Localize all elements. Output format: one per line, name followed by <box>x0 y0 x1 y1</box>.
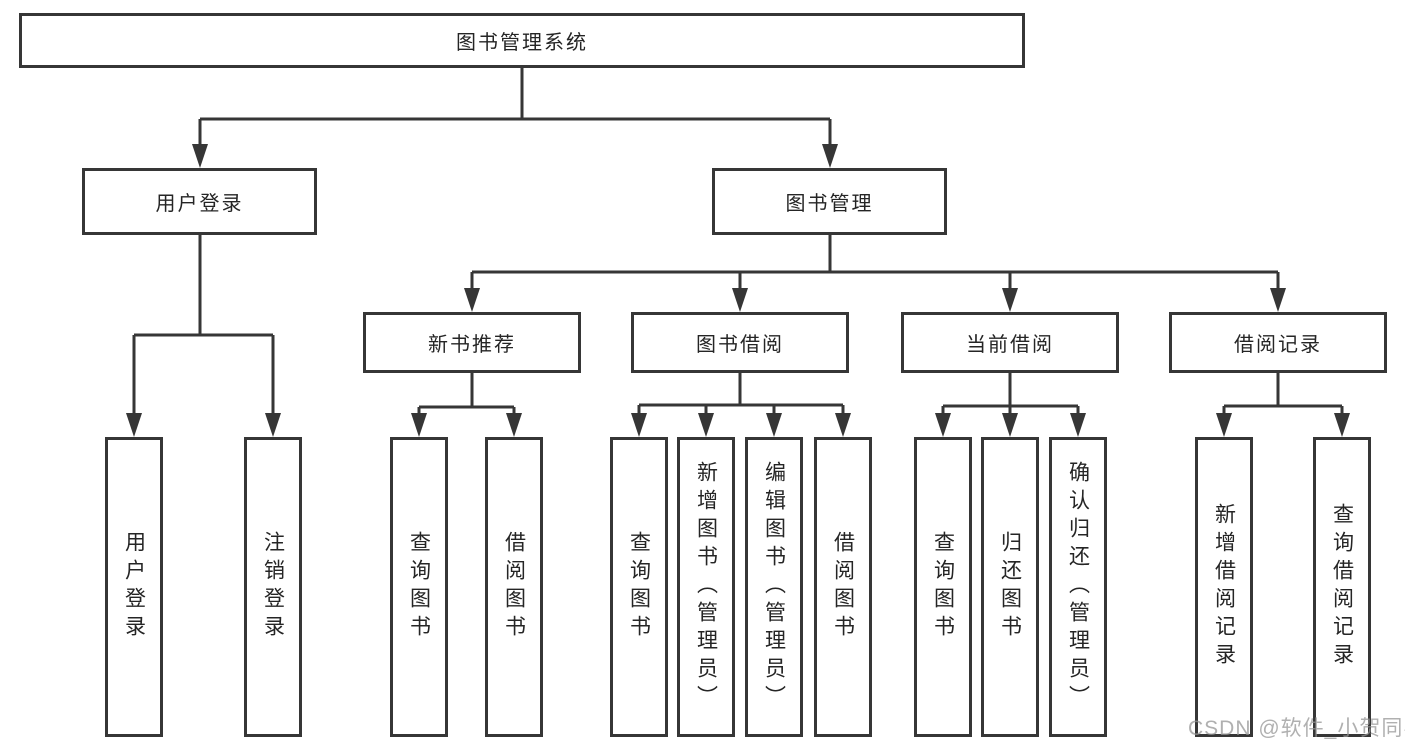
leaf-add-books-admin-label: 新增图书（管理员） <box>694 461 718 713</box>
node-new-book-recommend: 新书推荐 <box>363 312 581 373</box>
leaf-borrow-books: 借阅图书 <box>814 437 872 737</box>
node-user-login-branch: 用户登录 <box>82 168 317 235</box>
node-book-borrowing: 图书借阅 <box>631 312 849 373</box>
leaf-return-books-label: 归还图书 <box>998 531 1022 643</box>
leaf-borrow-books-recommend: 借阅图书 <box>485 437 543 737</box>
node-root-label: 图书管理系统 <box>456 32 588 54</box>
node-book-management: 图书管理 <box>712 168 947 235</box>
leaf-query-books-recommend: 查询图书 <box>390 437 448 737</box>
leaf-borrow-books-recommend-label: 借阅图书 <box>502 531 526 643</box>
leaf-confirm-return-admin-label: 确认归还（管理员） <box>1066 461 1090 713</box>
leaf-query-books-current-label: 查询图书 <box>931 531 955 643</box>
leaf-user-login-label: 用户登录 <box>122 531 146 643</box>
leaf-query-books-borrowing-label: 查询图书 <box>627 531 651 643</box>
leaf-logout-label: 注销登录 <box>261 531 285 643</box>
node-new-book-recommend-label: 新书推荐 <box>428 334 516 356</box>
node-root: 图书管理系统 <box>19 13 1025 68</box>
node-borrow-records-label: 借阅记录 <box>1234 334 1322 356</box>
node-book-borrowing-label: 图书借阅 <box>696 334 784 356</box>
leaf-add-borrow-record: 新增借阅记录 <box>1195 437 1253 737</box>
leaf-confirm-return-admin: 确认归还（管理员） <box>1049 437 1107 737</box>
leaf-query-books-recommend-label: 查询图书 <box>407 531 431 643</box>
leaf-borrow-books-label: 借阅图书 <box>831 531 855 643</box>
watermark: CSDN @软件_小贺同学 <box>1188 717 1405 740</box>
node-borrow-records: 借阅记录 <box>1169 312 1387 373</box>
arrowheads <box>126 144 1350 437</box>
leaf-logout: 注销登录 <box>244 437 302 737</box>
leaf-query-books-current: 查询图书 <box>914 437 972 737</box>
leaf-edit-books-admin-label: 编辑图书（管理员） <box>762 461 786 713</box>
leaf-add-borrow-record-label: 新增借阅记录 <box>1212 503 1236 671</box>
leaf-add-books-admin: 新增图书（管理员） <box>677 437 735 737</box>
leaf-edit-books-admin: 编辑图书（管理员） <box>745 437 803 737</box>
leaf-user-login: 用户登录 <box>105 437 163 737</box>
leaf-return-books: 归还图书 <box>981 437 1039 737</box>
leaf-query-borrow-record-label: 查询借阅记录 <box>1330 503 1354 671</box>
leaf-query-books-borrowing: 查询图书 <box>610 437 668 737</box>
leaf-query-borrow-record: 查询借阅记录 <box>1313 437 1371 737</box>
node-current-borrowing: 当前借阅 <box>901 312 1119 373</box>
node-user-login-branch-label: 用户登录 <box>155 193 244 215</box>
node-book-management-label: 图书管理 <box>785 193 874 215</box>
node-current-borrowing-label: 当前借阅 <box>966 334 1054 356</box>
